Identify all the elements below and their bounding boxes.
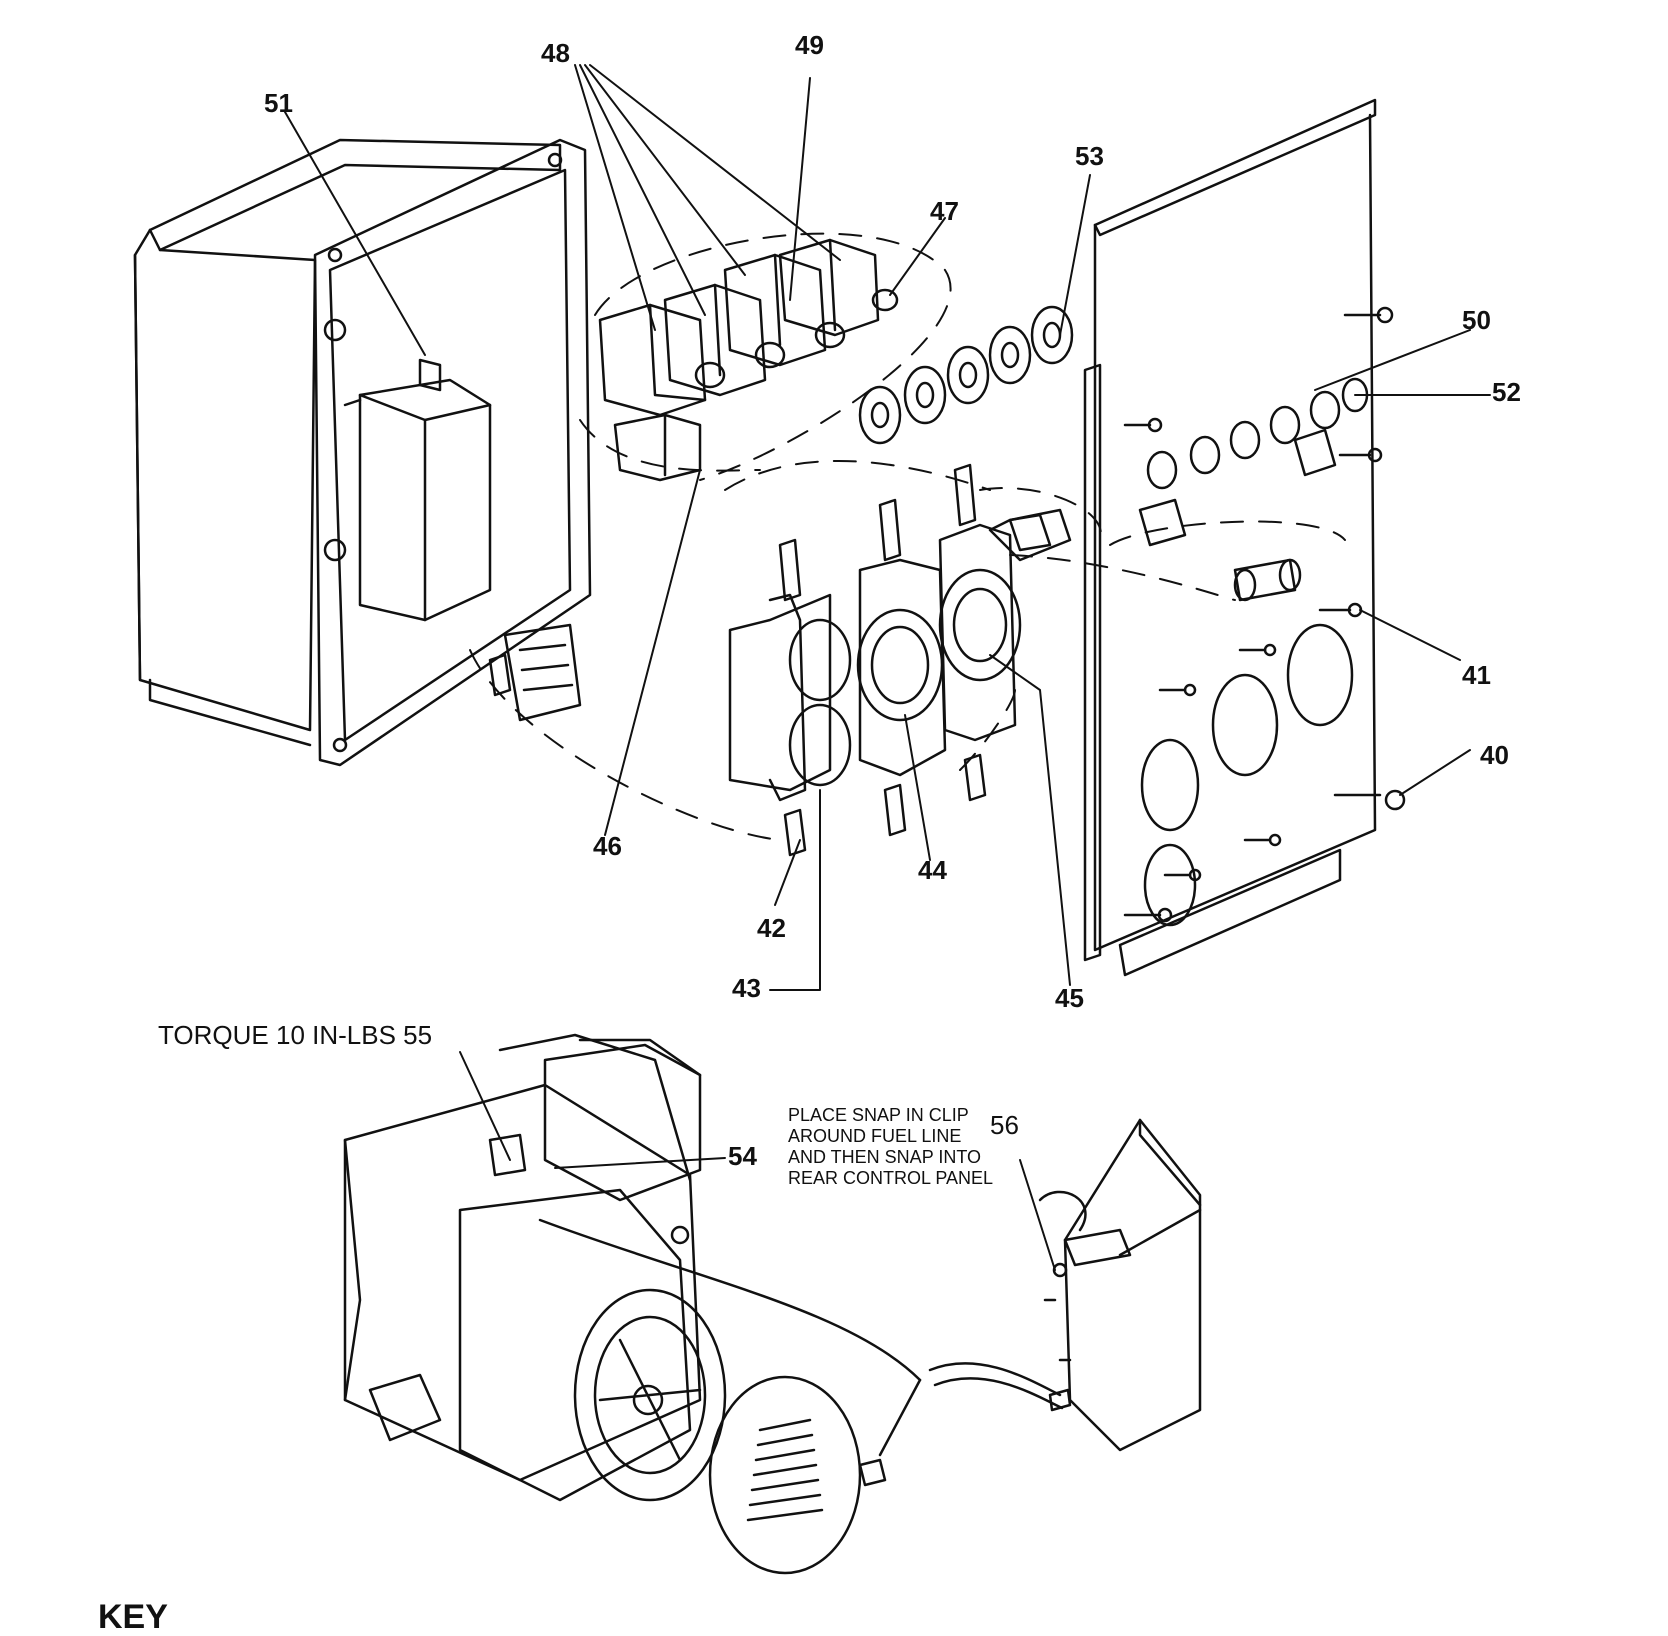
screws — [1125, 308, 1404, 921]
callout-44: 44 — [918, 855, 947, 885]
callout-54: 54 — [728, 1141, 757, 1171]
grouping-outlines — [470, 234, 1345, 840]
callout-53: 53 — [1075, 141, 1104, 171]
callout-41: 41 — [1462, 660, 1491, 690]
callout-43: 43 — [732, 973, 761, 1003]
callout-40: 40 — [1480, 740, 1509, 770]
leader-lines — [285, 65, 1490, 1270]
callout-48: 48 — [541, 38, 570, 68]
callout-45: 45 — [1055, 983, 1084, 1013]
twist-lock-receptacle-45 — [940, 465, 1070, 800]
callout-50: 50 — [1462, 305, 1491, 335]
control-box-housing — [135, 140, 590, 765]
callout-42: 42 — [757, 913, 786, 943]
twist-lock-receptacle-44 — [858, 500, 945, 835]
front-panel — [1085, 100, 1375, 975]
circuit-breakers — [600, 240, 897, 415]
terminal-block — [490, 625, 580, 720]
callout-56: 56 — [990, 1110, 1019, 1140]
duplex-receptacle — [730, 540, 850, 855]
callout-51: 51 — [264, 88, 293, 118]
clip-instruction-note: PLACE SNAP IN CLIP AROUND FUEL LINE AND … — [788, 1105, 994, 1188]
torque-note: TORQUE 10 IN-LBS 55 — [158, 1020, 433, 1050]
generator-assembly — [345, 1035, 1062, 1573]
callout-46: 46 — [593, 831, 622, 861]
transformer — [345, 360, 490, 620]
callout-49: 49 — [795, 30, 824, 60]
callout-52: 52 — [1492, 377, 1521, 407]
rear-control-panel — [1040, 1120, 1200, 1450]
panel-components — [1010, 430, 1335, 600]
washers — [860, 307, 1072, 443]
key-label: KEY — [98, 1598, 168, 1636]
callout-47: 47 — [930, 196, 959, 226]
